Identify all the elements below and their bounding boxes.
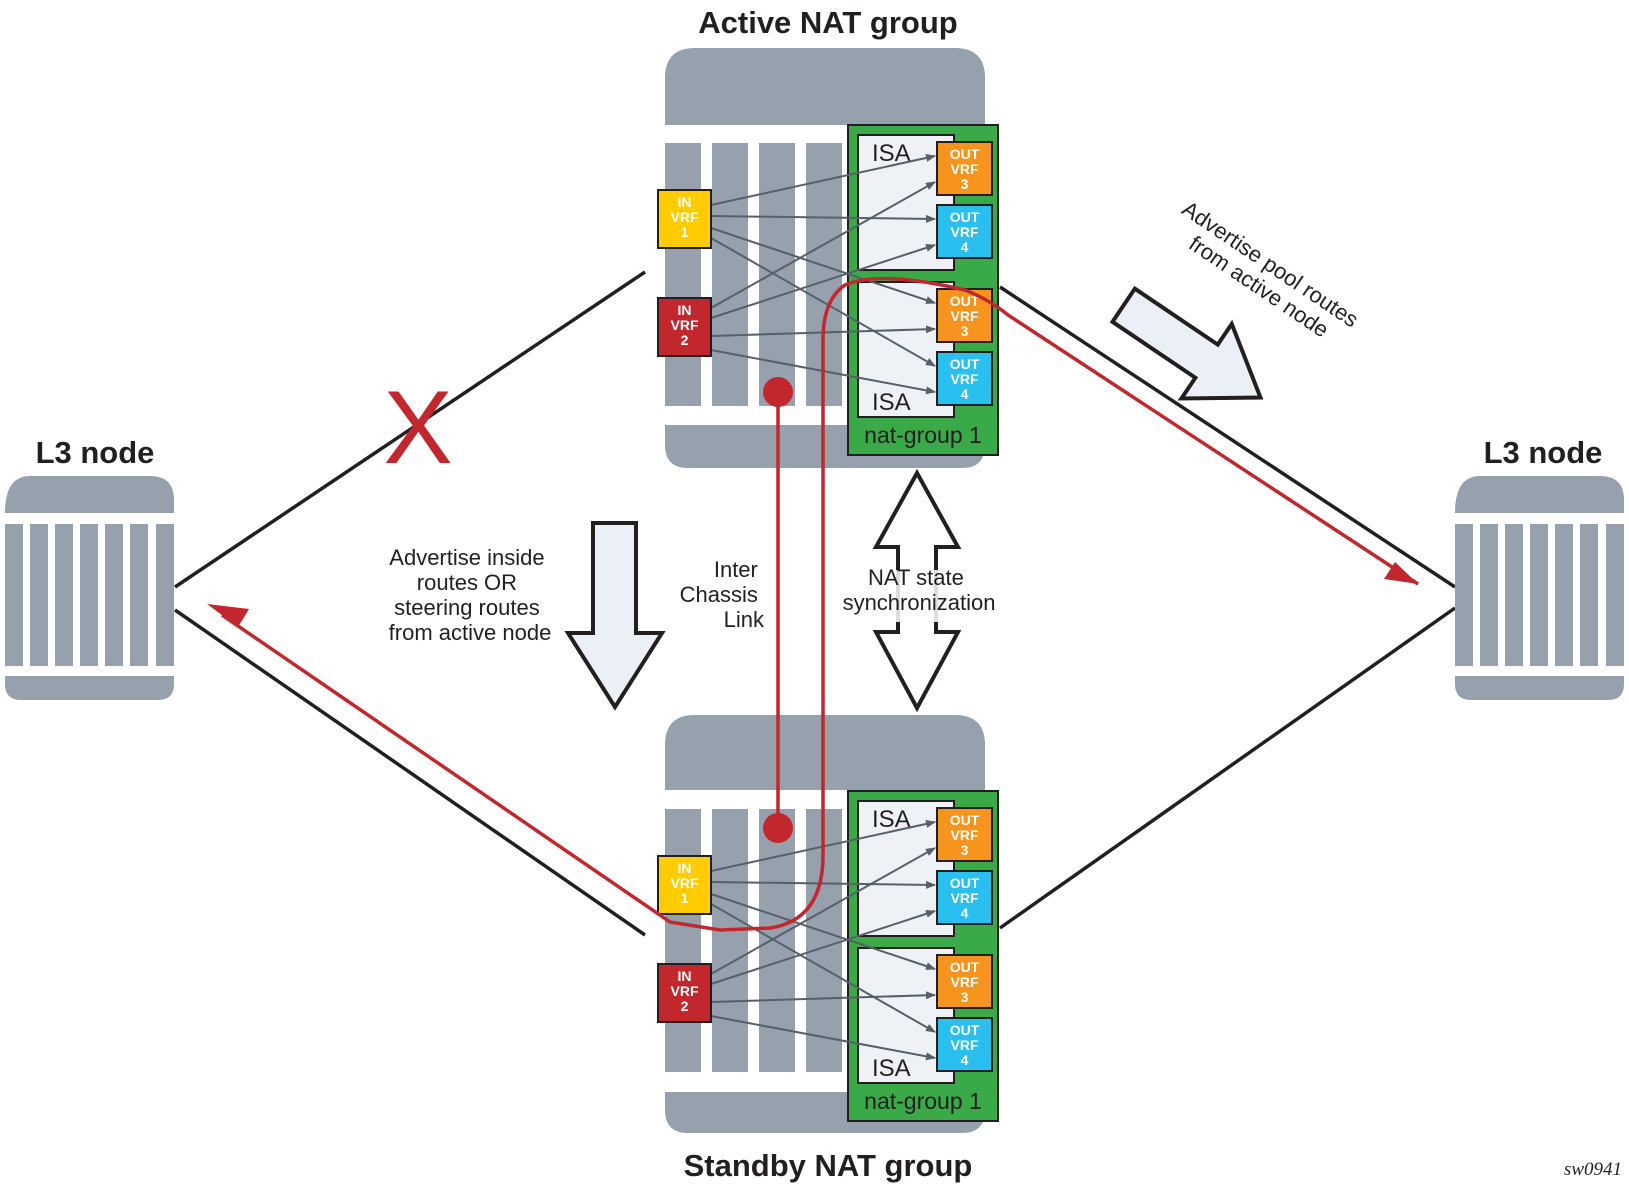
vrf-mapping-arrow <box>710 181 936 309</box>
traffic-path <box>207 276 1419 932</box>
vrf-label-line: VRF <box>951 890 979 906</box>
nat-group-label: nat-group 1 <box>864 1088 982 1114</box>
right-l3-node-label: L3 node <box>1484 435 1603 470</box>
vrf-label-line: VRF <box>671 983 699 999</box>
vrf-mapping-arrow <box>710 909 936 985</box>
vrf-mapping-arrow <box>710 847 936 975</box>
inter-chassis-link <box>763 377 793 843</box>
vrf-label-line: VRF <box>951 974 979 990</box>
vrf-label-line: VRF <box>671 317 699 333</box>
left-l3-node <box>5 476 174 700</box>
vrf-label-line: VRF <box>951 161 979 177</box>
active-nat-group-title: Active NAT group <box>698 5 958 40</box>
vrf-label-line: 3 <box>961 989 969 1005</box>
vrf-label-line: VRF <box>671 875 699 891</box>
vrf-label-line: VRF <box>951 308 979 324</box>
link-standby-to-right <box>998 606 1457 930</box>
vrf-mapping-arrow <box>710 991 936 1003</box>
vrf-label-line: IN <box>678 860 692 876</box>
vrf-mapping-arrow <box>710 1015 936 1061</box>
vrf-mapping-arrow <box>710 227 936 304</box>
vrf-label-line: VRF <box>671 209 699 225</box>
link-left-to-standby <box>174 608 646 937</box>
vrf-label-line: 4 <box>961 1052 969 1068</box>
vrf-mapping-arrow <box>710 243 936 319</box>
vrf-label-line: OUT <box>950 293 980 309</box>
vrf-label-line: OUT <box>950 959 980 975</box>
vrf-label-line: OUT <box>950 209 980 225</box>
vrf-label-line: 3 <box>961 176 969 192</box>
inter-chassis-endpoint-active <box>763 377 793 407</box>
figure-reference-id: sw0941 <box>1564 1159 1622 1180</box>
vrf-label-line: 4 <box>961 239 969 255</box>
network-links <box>174 270 1457 937</box>
sync-text-backdrop <box>870 570 980 622</box>
vrf-label-line: 2 <box>681 998 689 1014</box>
isa-label: ISA <box>872 1055 911 1082</box>
left-l3-node-label: L3 node <box>36 435 155 470</box>
vrf-label-line: 3 <box>961 323 969 339</box>
link-failure-x-icon: X <box>383 370 452 486</box>
vrf-label-line: OUT <box>950 1022 980 1038</box>
vrf-label-line: 2 <box>681 332 689 348</box>
vrf-label-line: VRF <box>951 1037 979 1053</box>
advertise-inside-routes-arrow-icon <box>564 521 666 711</box>
vrf-mapping-arrow <box>710 237 936 367</box>
traffic-arrowhead-left <box>207 604 249 627</box>
vrf-mapping-arrow <box>710 214 936 223</box>
advertise-pool-routes-arrow-icon <box>1109 285 1264 401</box>
vrf-label-line: IN <box>678 968 692 984</box>
vrf-label-line: VRF <box>951 827 979 843</box>
vrf-label-line: 4 <box>961 386 969 402</box>
vrf-mapping-arrow <box>710 880 936 889</box>
link-active-to-right <box>999 285 1456 589</box>
vrf-label-line: IN <box>678 302 692 318</box>
isa-label: ISA <box>872 389 911 416</box>
standby-nat-group-title: Standby NAT group <box>684 1148 973 1183</box>
vrf-label-line: IN <box>678 194 692 210</box>
inter-chassis-link-text: Inter Chassis Link <box>680 557 765 632</box>
right-l3-node <box>1455 476 1624 700</box>
vrf-label-line: VRF <box>951 371 979 387</box>
traffic-path-line <box>221 276 1419 932</box>
inter-chassis-endpoint-standby <box>763 813 793 843</box>
traffic-arrowhead-right <box>1384 562 1418 584</box>
vrf-label-line: 1 <box>681 224 689 240</box>
nat-group-label: nat-group 1 <box>864 422 982 448</box>
link-left-to-active <box>174 270 646 589</box>
vrf-mapping-arrow <box>710 903 936 1033</box>
vrf-label-line: 3 <box>961 842 969 858</box>
vrf-label-line: OUT <box>950 356 980 372</box>
vrf-mapping-arrow <box>710 893 936 970</box>
advertise-inside-routes-text: Advertise inside routes OR steering rout… <box>389 545 552 645</box>
nat-state-sync-text: NAT state synchronization <box>843 565 996 615</box>
vrf-mapping-arrow <box>710 154 936 206</box>
vrf-label-line: 1 <box>681 890 689 906</box>
vrf-label-line: 4 <box>961 905 969 921</box>
vrf-label-line: OUT <box>950 875 980 891</box>
vrf-label-line: OUT <box>950 812 980 828</box>
vrf-label-line: VRF <box>951 224 979 240</box>
vrf-label-line: OUT <box>950 146 980 162</box>
